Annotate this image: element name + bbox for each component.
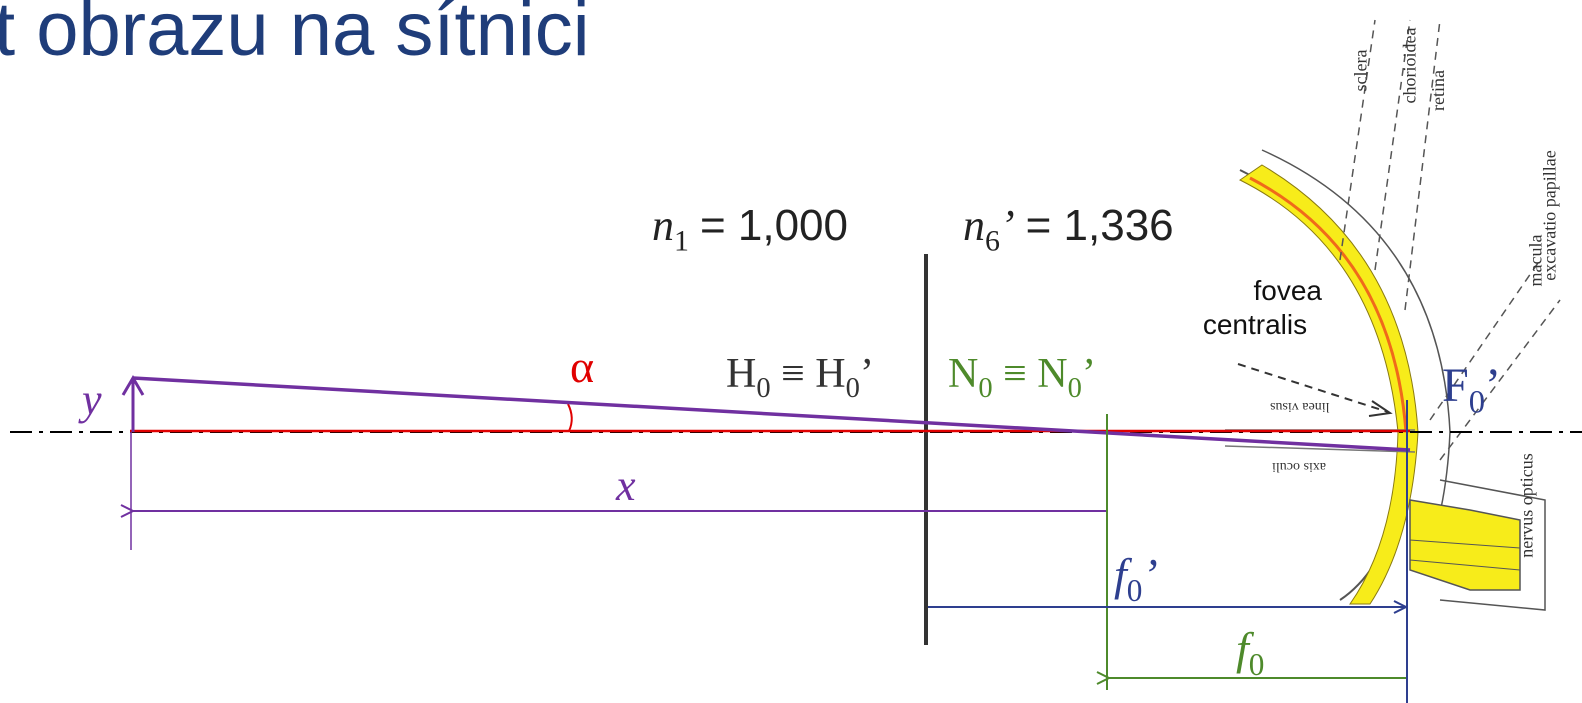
axis-oculi-label: axis oculi [1272, 459, 1327, 474]
y-label: y [82, 375, 102, 424]
x-label: x [616, 461, 636, 510]
medium-label-n1: n1 = 1,000 [652, 201, 848, 258]
f0-label: f0 [1236, 623, 1265, 682]
principal-point-label: H0 ≡ H0’ [726, 351, 874, 404]
nervus-opticus-label: nervus opticus [1516, 453, 1537, 558]
f0-prime-label: f0’ [1114, 549, 1158, 608]
fovea-pointer-head [1368, 400, 1393, 417]
alpha-label: α [570, 341, 595, 392]
medium-label-n6: n6’ = 1,336 [963, 201, 1174, 258]
alpha-arc [567, 403, 573, 432]
chief-ray [132, 376, 1411, 452]
nodal-point-label: N0 ≡ N0’ [948, 351, 1096, 404]
focal-point-label: F0’ [1442, 359, 1501, 421]
sclera-label: sclera [1350, 49, 1371, 92]
page-title: t obrazu na sítnici [0, 0, 590, 72]
linea-visus-label: linea visus [1270, 399, 1330, 414]
fovea-pointer [1237, 363, 1389, 413]
fovea-centralis-label: fovea centralis [1202, 275, 1322, 340]
excavatio-label: excavatio papillae [1539, 150, 1560, 281]
retina-label: retina [1427, 70, 1448, 111]
chorioidea-label: chorioidea [1399, 27, 1420, 104]
